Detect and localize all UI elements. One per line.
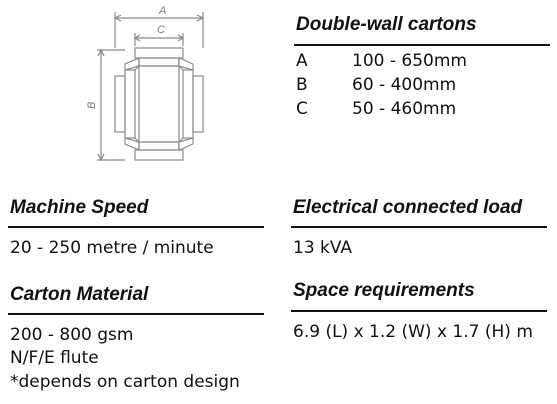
dimension-label-c: C [157, 24, 165, 36]
electrical-load-title: Electrical connected load [293, 197, 523, 218]
dimension-letter: C [296, 99, 308, 119]
double-wall-title: Double-wall cartons [296, 14, 477, 35]
electrical-load-rule [291, 226, 547, 228]
carton-material-line: N/F/E flute [10, 348, 99, 368]
double-wall-row: C 50 - 460mm [296, 99, 456, 119]
double-wall-row: B 60 - 400mm [296, 75, 456, 95]
dimension-letter: A [296, 51, 308, 71]
space-requirements-value: 6.9 (L) x 1.2 (W) x 1.7 (H) m [293, 322, 533, 342]
dimension-range: 50 - 460mm [352, 99, 457, 119]
dimension-range: 60 - 400mm [352, 75, 457, 95]
double-wall-row: A 100 - 650mm [296, 51, 467, 71]
carton-material-line: *depends on carton design [10, 372, 240, 392]
carton-material-rule [8, 313, 264, 315]
machine-speed-value: 20 - 250 metre / minute [10, 238, 214, 258]
dimension-label-b: B [86, 102, 98, 109]
dimension-range: 100 - 650mm [352, 51, 467, 71]
space-requirements-title: Space requirements [293, 280, 475, 301]
dimension-letter: B [296, 75, 308, 95]
machine-speed-title: Machine Speed [10, 197, 149, 218]
space-requirements-rule [291, 310, 547, 312]
machine-speed-rule [8, 226, 264, 228]
carton-material-line: 200 - 800 gsm [10, 325, 134, 345]
double-wall-rule [294, 44, 550, 46]
electrical-load-value: 13 kVA [293, 238, 353, 258]
carton-material-title: Carton Material [10, 284, 149, 305]
dimension-label-a: A [158, 5, 166, 17]
carton-dimension-diagram: A C B [86, 5, 205, 162]
